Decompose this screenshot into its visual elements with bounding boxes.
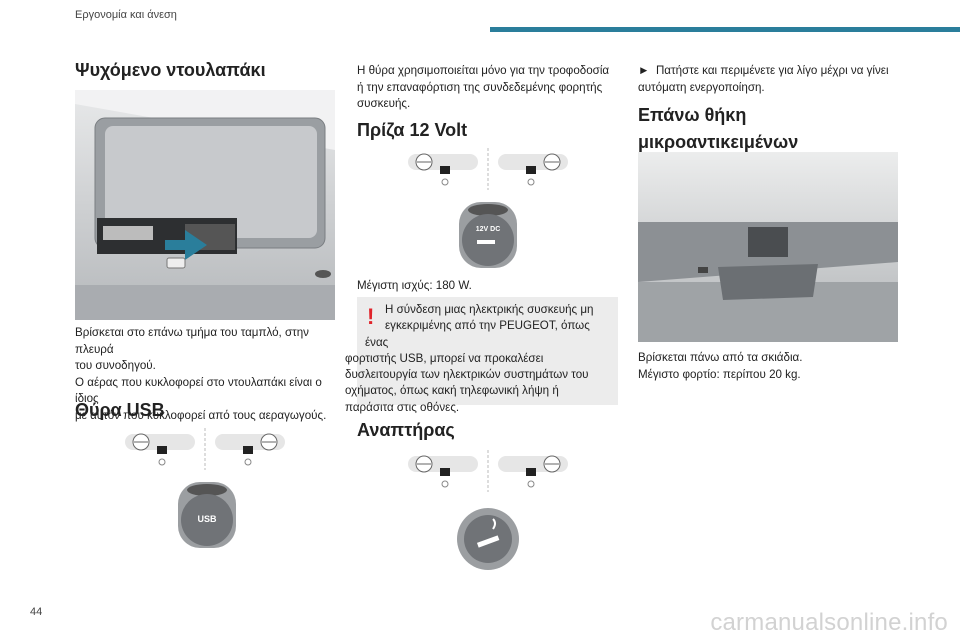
usb-socket-illustration: USB [174, 480, 240, 550]
heading-usb: Θύρα USB [75, 400, 165, 420]
glovebox-photo [75, 90, 335, 320]
12v-socket-illustration: 12V DC [455, 200, 521, 270]
text-line: Ο αέρας που κυκλοφορεί στο ντουλαπάκι εί… [75, 375, 322, 406]
dashboard-locator-diagram [125, 428, 285, 470]
12v-socket-label: 12V DC [475, 226, 501, 233]
glovebox-description: Βρίσκεται στο επάνω τμήμα του ταμπλό, στ… [75, 325, 345, 424]
heading-lighter: Αναπτήρας [357, 420, 455, 440]
text-line: εγκεκριμένης από την PEUGEOT, όπως ένας [365, 319, 590, 349]
text-line: με αυτόν που κυκλοφορεί από τους αεραγωγ… [75, 408, 327, 422]
text-line: Βρίσκεται στο επάνω τμήμα του ταμπλό, στ… [75, 326, 309, 356]
text-line: συσκευής. [357, 97, 411, 110]
text-line: αυτόματη ενεργοποίηση. [638, 80, 765, 94]
text-line: ή την επαναφόρτιση της συνδεδεμένης φορη… [357, 80, 603, 94]
usb-description: Η θύρα χρησιμοποιείται μόνο για την τροφ… [357, 63, 627, 113]
heading-overhead-tray: Επάνω θήκη μικροαντικειμένων [638, 103, 798, 155]
heading-glovebox: Ψυχόμενο ντουλαπάκι [75, 60, 266, 80]
text-line: δυσλειτουργία των ηλεκτρικών συστημάτων … [345, 368, 589, 382]
header-accent-bar [490, 27, 960, 32]
text-line: παράσιτα στις οθόνες. [345, 400, 460, 414]
heading-line: Επάνω θήκη [638, 105, 747, 125]
heading-12v-socket: Πρίζα 12 Volt [357, 120, 468, 140]
warning-box: ! Η σύνδεση μιας ηλεκτρικής συσκευής μη … [345, 297, 618, 414]
warning-text: Η σύνδεση μιας ηλεκτρικής συσκευής μη εγ… [345, 302, 615, 416]
lighter-instruction: ► Πατήστε και περιμένετε για λίγο μέχρι … [638, 63, 908, 96]
triangle-bullet-icon: ► [638, 64, 650, 77]
text-line: Βρίσκεται πάνω από τα σκιάδια. [638, 351, 803, 364]
overhead-tray-photo [638, 152, 898, 342]
dashboard-locator-diagram [408, 148, 568, 190]
watermark: carmanualsonline.info [710, 609, 948, 636]
usb-socket-label: USB [197, 514, 217, 524]
heading-line: μικροαντικειμένων [638, 132, 799, 152]
cigarette-lighter-illustration [455, 503, 521, 573]
max-power-text: Μέγιστη ισχύς: 180 W. [357, 279, 472, 292]
overhead-tray-description: Βρίσκεται πάνω από τα σκιάδια. Μέγιστο φ… [638, 350, 908, 383]
text-line: οχήματος, όπως κακή τηλεφωνική λήψη ή [345, 384, 559, 398]
section-title: Εργονομία και άνεση [75, 9, 177, 21]
text-line: ► Πατήστε και περιμένετε για λίγο μέχρι … [638, 63, 908, 80]
dashboard-locator-diagram [408, 450, 568, 492]
text-line: Πατήστε και περιμένετε για λίγο μέχρι να… [655, 64, 889, 77]
text-line: Η θύρα χρησιμοποιείται μόνο για την τροφ… [357, 64, 610, 77]
page-number: 44 [30, 606, 43, 618]
text-line: Η σύνδεση μιας ηλεκτρικής συσκευής μη [385, 303, 594, 316]
text-line: του συνοδηγού. [75, 359, 156, 372]
text-line: φορτιστής USB, μπορεί να προκαλέσει [345, 351, 544, 365]
text-line: Μέγιστο φορτίο: περίπου 20 kg. [638, 367, 801, 381]
exclamation-icon: ! [367, 304, 375, 329]
